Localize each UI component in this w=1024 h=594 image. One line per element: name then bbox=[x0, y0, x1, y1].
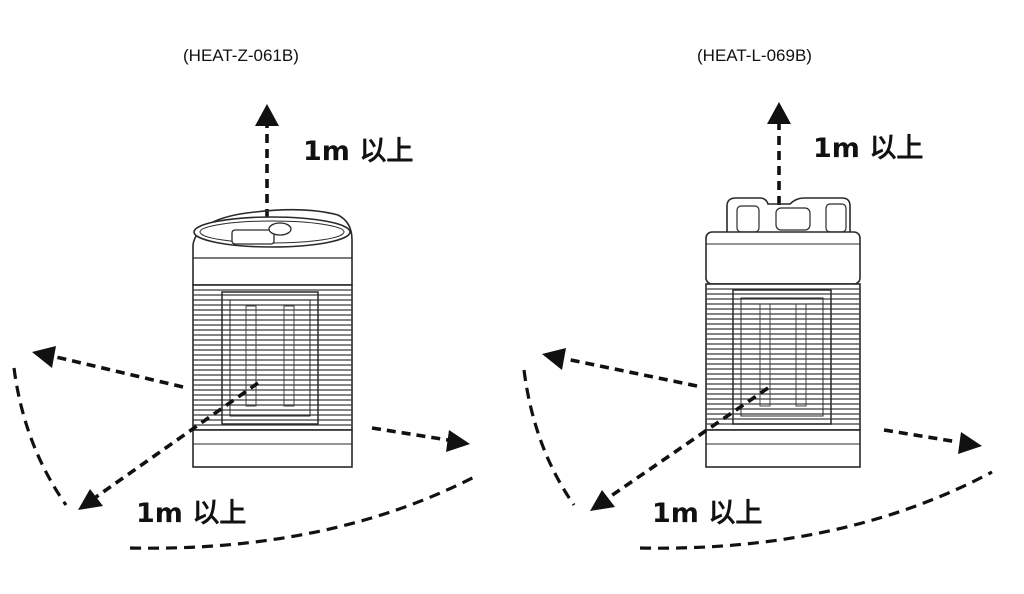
heater-illustration-right bbox=[705, 197, 861, 468]
clearance-arc-right-outer bbox=[522, 369, 576, 506]
front-arrow-left-shaft bbox=[94, 381, 260, 499]
up-arrow-left-head bbox=[255, 104, 279, 126]
side-clearance-label-right: 1m 以上 bbox=[652, 498, 762, 529]
unit-heat-z-061b: (HEAT-Z-061B) 1m 以上 bbox=[12, 46, 479, 550]
left-arrow-left-shaft bbox=[55, 355, 184, 389]
right-arrow-left-shaft bbox=[371, 426, 449, 442]
clearance-arc-right-front bbox=[639, 470, 993, 550]
right-arrow-left-head bbox=[446, 430, 470, 452]
model-label-left: (HEAT-Z-061B) bbox=[183, 46, 299, 65]
model-label-right: (HEAT-L-069B) bbox=[697, 46, 812, 65]
up-clearance-label-right: 1m 以上 bbox=[813, 133, 923, 164]
heater-illustration-left bbox=[192, 208, 353, 468]
unit-heat-l-069b: (HEAT-L-069B) 1m 以上 bbox=[522, 46, 993, 550]
front-arrow-right-head bbox=[590, 490, 615, 511]
up-arrow-right-head bbox=[767, 102, 791, 124]
left-arrow-right-head bbox=[542, 348, 566, 370]
front-arrow-left-head bbox=[78, 489, 103, 510]
up-clearance-label-left: 1m 以上 bbox=[303, 136, 413, 167]
right-arrow-right-shaft bbox=[883, 428, 959, 444]
clearance-arc-left-front bbox=[129, 473, 479, 550]
right-arrow-right-head bbox=[958, 432, 982, 454]
side-clearance-label-left: 1m 以上 bbox=[136, 498, 246, 529]
left-arrow-right-shaft bbox=[565, 357, 698, 388]
clearance-arc-left-outer bbox=[12, 367, 68, 506]
left-arrow-left-head bbox=[32, 346, 56, 368]
front-arrow-right-shaft bbox=[606, 386, 770, 500]
